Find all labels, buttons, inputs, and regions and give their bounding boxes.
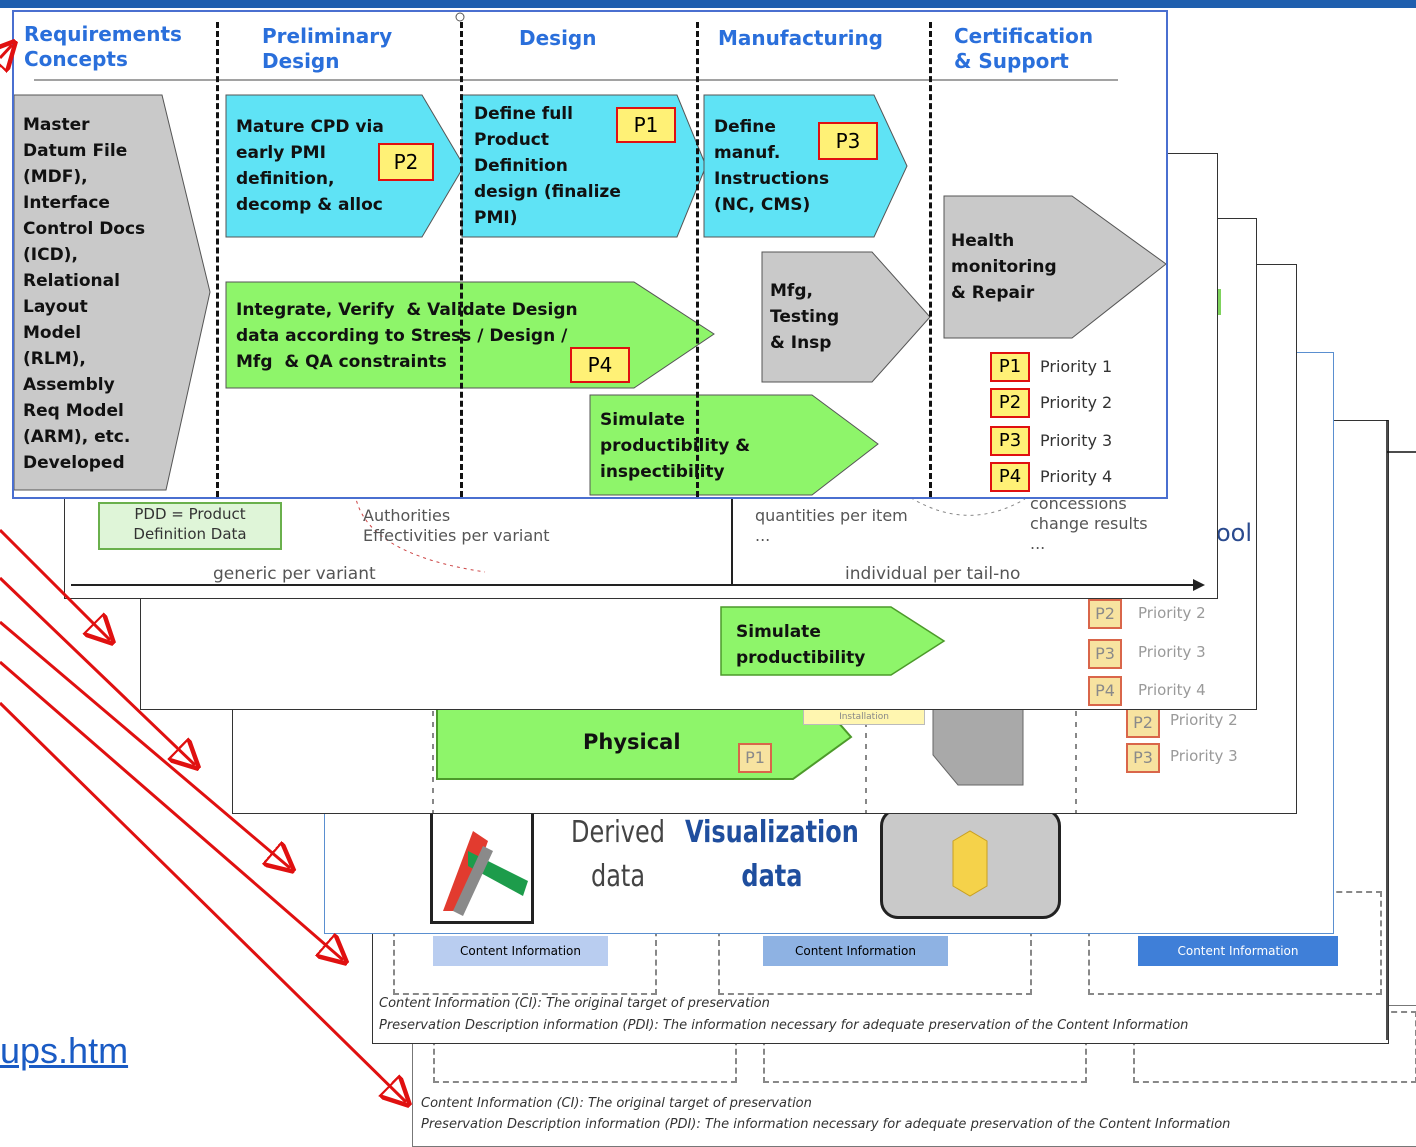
visualization-data-label: Visualization data (685, 815, 859, 894)
legend-tag: P3 (1088, 639, 1122, 669)
phase-divider (929, 22, 932, 497)
callout-arrow (0, 660, 343, 960)
part-box (880, 808, 1061, 919)
phase-header: Manufacturing (718, 26, 883, 50)
p4-tag: P4 (570, 347, 630, 383)
quantities-text: quantities per item ... (755, 506, 908, 545)
mfg-testing-arrow (761, 251, 931, 383)
pdi-definition: Preservation Description information (PD… (379, 1018, 1189, 1033)
p1-tag: P1 (738, 743, 772, 773)
simulate-arrow (720, 606, 946, 676)
content-information-box: Content Information (433, 936, 608, 966)
content-information-box: Content Information (763, 936, 948, 966)
individual-per-tail-label: individual per tail-no (845, 564, 1021, 584)
legend-label: Priority 2 (1138, 604, 1206, 622)
phase-header: Preliminary Design (262, 24, 393, 73)
mdf-arrow (14, 94, 211, 491)
lifecycle-diagram: Requirements Concepts Preliminary Design… (12, 10, 1168, 499)
legend-label: Priority 3 (1170, 747, 1238, 765)
health-arrow (943, 195, 1166, 339)
simulate-arrow (589, 394, 879, 496)
callout-arrow (0, 45, 12, 58)
legend-tag: P4 (1088, 676, 1122, 706)
pdi-definition: Preservation Description information (PD… (421, 1117, 1231, 1132)
ci-definition: Content Information (CI): The original t… (421, 1096, 812, 1111)
phase-divider (460, 22, 463, 497)
simulate-text: Simulate productibility & inspectibility (600, 410, 751, 482)
mature-text: Mature CPD via early PMI definition, dec… (236, 117, 384, 215)
define-full-text: Define full Product Definition design (f… (474, 104, 621, 228)
physical-label: Physical (583, 730, 681, 754)
legend-tag: P2 (990, 388, 1030, 418)
wing-image (430, 808, 534, 924)
legend-label: Priority 2 (1040, 393, 1113, 412)
mature-arrow (225, 94, 465, 238)
pdd-legend-box: PDD = Product Definition Data (98, 502, 282, 550)
integrate-text: Integrate, Verify & Validate Design data… (236, 300, 578, 372)
legend-tag: P1 (990, 352, 1030, 382)
top-accent-bar (0, 0, 1416, 8)
axis-layer (71, 493, 1205, 591)
connector-lines (1386, 420, 1416, 1040)
legend-label: Priority 1 (1040, 357, 1113, 376)
legend-tag: P3 (990, 426, 1030, 456)
wing-shape (443, 831, 528, 916)
cylinder-icon (952, 830, 988, 897)
phase-header: Design (519, 26, 597, 50)
phase-header: Requirements Concepts (24, 22, 182, 71)
p1-tag: P1 (616, 107, 676, 143)
legend-label: Priority 4 (1040, 467, 1113, 486)
ci-definition: Content Information (CI): The original t… (379, 996, 770, 1011)
define-manuf-text: Define manuf. Instructions (NC, CMS) (714, 117, 830, 215)
phase-divider (696, 22, 699, 497)
callout-arrow (0, 576, 195, 765)
phase-divider (216, 22, 219, 497)
generic-per-variant-label: generic per variant (213, 564, 376, 584)
legend-tag: P3 (1126, 743, 1160, 773)
mfg-testing-text: Mfg, Testing & Insp (770, 281, 840, 353)
simulate-productibility-label: Simulate productibility (736, 622, 866, 668)
legend-label: Priority 2 (1170, 711, 1238, 729)
content-information-box: Content Information (1138, 936, 1338, 966)
hyperlink[interactable]: ups.htm (0, 1030, 129, 1071)
legend-label: Priority 3 (1138, 643, 1206, 661)
mdf-text: Master Datum File (MDF), Interface Contr… (23, 115, 146, 473)
derived-data-label: Derived data (571, 815, 665, 894)
legend-label: Priority 3 (1040, 431, 1113, 450)
ool-fragment: ool (1216, 519, 1253, 547)
p3-tag: P3 (818, 122, 878, 160)
legend-label: Priority 4 (1138, 681, 1206, 699)
phase-header: Certification & Support (954, 24, 1094, 73)
callout-arrow (0, 620, 290, 868)
callout-arrow (0, 528, 110, 640)
health-text: Health monitoring & Repair (951, 231, 1057, 303)
legend-tag: P4 (990, 462, 1030, 492)
legend-tag: P2 (1088, 599, 1122, 629)
p2-tag: P2 (378, 143, 434, 181)
callout-arrow (0, 701, 406, 1102)
authorities-text: Authorities Effectivities per variant (363, 506, 550, 545)
